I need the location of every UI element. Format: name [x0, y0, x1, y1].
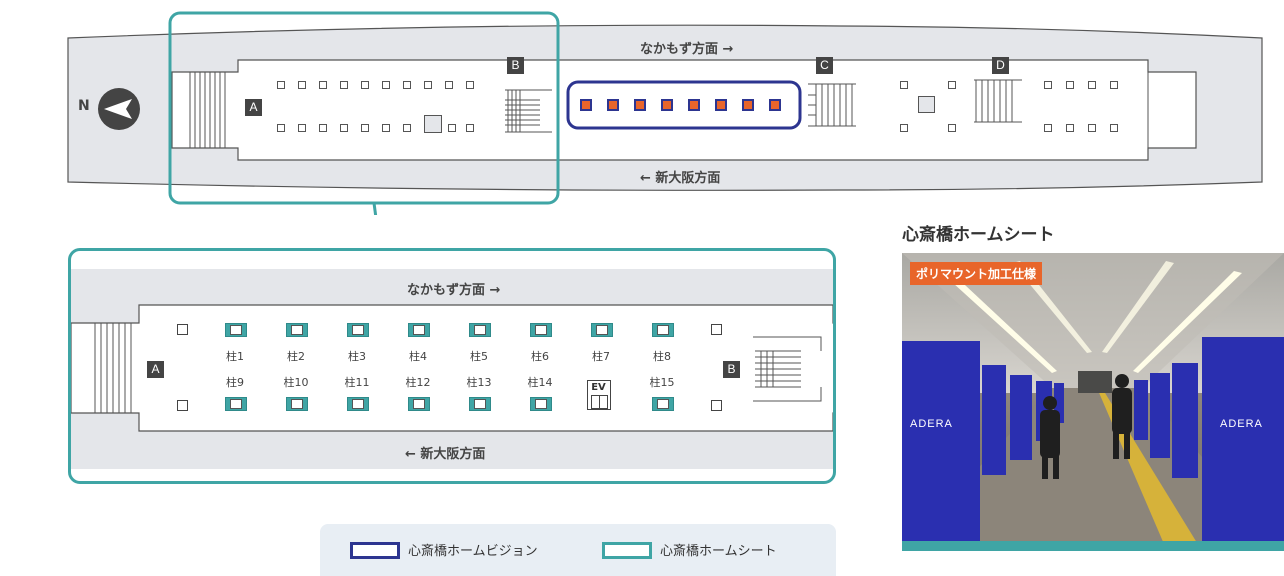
pillar-plain [177, 400, 188, 411]
pillar-sheet [408, 323, 430, 337]
legend-sheet-label: 心斎橋ホームシート [660, 544, 777, 559]
detail-track-svg [71, 269, 833, 469]
pillar-sheet [286, 323, 308, 337]
north-label: N [78, 98, 90, 114]
pillar-sheet [530, 397, 552, 411]
detail-dir-bottom: ← 新大阪方面 [405, 447, 486, 462]
pillar-sheet [225, 397, 247, 411]
ad-logo: ADERA [910, 418, 953, 430]
overview-dir-bottom: ← 新大阪方面 [640, 171, 721, 186]
pillar-label: 柱6 [531, 350, 549, 363]
pillar-plain [711, 400, 722, 411]
overview-tag-b: B [507, 57, 524, 74]
pillar-plain [711, 324, 722, 335]
pillar-sheet [469, 323, 491, 337]
pillar-label: 柱13 [466, 376, 492, 389]
pillar-label: 柱8 [653, 350, 671, 363]
pillar-sheet [652, 323, 674, 337]
north-arrow-icon [98, 88, 140, 130]
pillar-sheet [591, 323, 613, 337]
pillar-label: 柱4 [409, 350, 427, 363]
detail-tag-a: A [147, 361, 164, 378]
station-photo: ADERA ADERA ポリマウント加工仕様 [902, 253, 1284, 551]
elevator-icon: EV [587, 380, 611, 410]
pillar-sheet [286, 397, 308, 411]
pillar-label: 柱11 [344, 376, 370, 389]
pillar-label: 柱7 [592, 350, 610, 363]
detail-tag-b: B [723, 361, 740, 378]
overview-tag-d: D [992, 57, 1009, 74]
ad-logo: ADERA [1220, 418, 1263, 430]
pillar-plain [177, 324, 188, 335]
pillar-sheet [225, 323, 247, 337]
legend-vision-swatch [350, 542, 400, 559]
concourse-photo-illustration [902, 253, 1284, 551]
pillar-label: 柱3 [348, 350, 366, 363]
photo-heading: 心斎橋ホームシート [902, 225, 1055, 245]
legend-sheet-swatch [602, 542, 652, 559]
pillar-label: 柱15 [649, 376, 675, 389]
overview-tag-a: A [245, 99, 262, 116]
overview-tag-c: C [816, 57, 833, 74]
pillar-sheet [469, 397, 491, 411]
photo-bottom-bar [902, 541, 1284, 551]
spec-badge: ポリマウント加工仕様 [910, 262, 1043, 285]
pillar-sheet [347, 323, 369, 337]
pillar-label: 柱5 [470, 350, 488, 363]
detail-dir-top: なかもず方面 → [407, 283, 501, 298]
pillar-label: 柱14 [527, 376, 553, 389]
pillar-sheet [347, 397, 369, 411]
pillar-label: 柱9 [226, 376, 244, 389]
detail-map: なかもず方面 → ← 新大阪方面 A B 柱1 柱2 柱3 柱4 柱5 柱6 柱… [68, 248, 836, 484]
pillar-sheet [652, 397, 674, 411]
pillar-label: 柱12 [405, 376, 431, 389]
overview-dir-top: なかもず方面 → [640, 42, 734, 57]
pillar-sheet [530, 323, 552, 337]
pillar-label: 柱10 [283, 376, 309, 389]
legend-vision-label: 心斎橋ホームビジョン [408, 544, 538, 559]
legend: 心斎橋ホームビジョン 心斎橋ホームシート [320, 524, 836, 576]
pillar-label: 柱1 [226, 350, 244, 363]
pillar-sheet [408, 397, 430, 411]
pillar-label: 柱2 [287, 350, 305, 363]
